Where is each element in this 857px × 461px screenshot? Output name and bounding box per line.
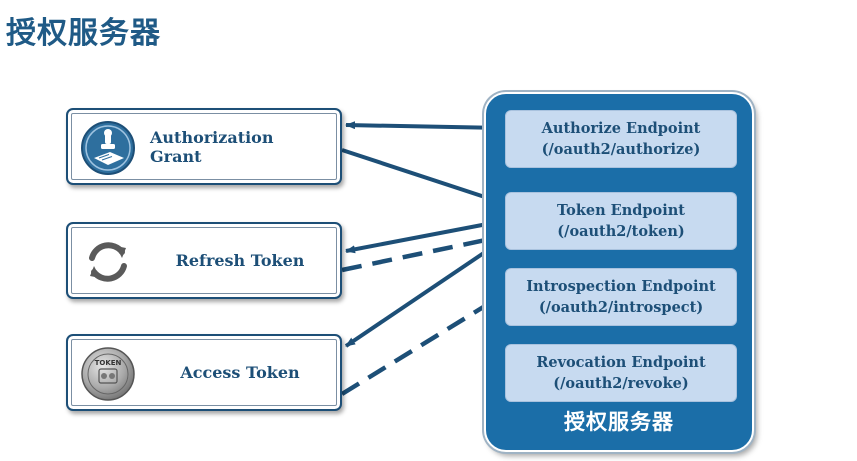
token-coin-text: TOKEN: [95, 359, 122, 367]
authorization-grant-label: Authorization Grant: [150, 127, 274, 166]
arrow-token-to-access: [344, 238, 505, 348]
introspection-endpoint: Introspection Endpoint (/oauth2/introspe…: [505, 268, 737, 326]
dashed-refresh-to-token: [341, 234, 501, 273]
authorize-endpoint: Authorize Endpoint (/oauth2/authorize): [505, 110, 737, 168]
stamp-document-icon: [81, 121, 135, 175]
authorize-endpoint-name: Authorize Endpoint: [541, 120, 701, 137]
introspection-endpoint-path: (/oauth2/introspect): [538, 299, 704, 316]
refresh-token-label: Refresh Token: [175, 251, 305, 270]
revocation-endpoint-path: (/oauth2/revoke): [553, 375, 689, 392]
arrow-token-to-refresh: [345, 219, 504, 254]
arrow-grant-to-token: [341, 148, 501, 204]
access-token-box: TOKEN Access Token: [66, 334, 342, 411]
token-endpoint-path: (/oauth2/token): [557, 223, 685, 240]
access-token-label: Access Token: [180, 363, 300, 382]
authorize-endpoint-path: (/oauth2/authorize): [541, 141, 701, 158]
dashed-access-to-introspect: [340, 296, 500, 396]
token-coin-icon: TOKEN: [81, 347, 135, 401]
authorization-grant-box: Authorization Grant: [66, 108, 342, 185]
page-title: 授权服务器: [6, 16, 161, 51]
token-endpoint: Token Endpoint (/oauth2/token): [505, 192, 737, 250]
token-endpoint-name: Token Endpoint: [557, 202, 685, 219]
revocation-endpoint-name: Revocation Endpoint: [536, 354, 706, 371]
server-label: 授权服务器: [564, 410, 674, 434]
arrow-authorize-to-grant: [345, 121, 504, 130]
introspection-endpoint-name: Introspection Endpoint: [526, 278, 716, 295]
refresh-arrows-icon: [89, 242, 127, 282]
revocation-endpoint: Revocation Endpoint (/oauth2/revoke): [505, 344, 737, 402]
refresh-token-box: Refresh Token: [66, 222, 342, 299]
authorization-server-panel: Authorize Endpoint (/oauth2/authorize) T…: [484, 92, 754, 452]
